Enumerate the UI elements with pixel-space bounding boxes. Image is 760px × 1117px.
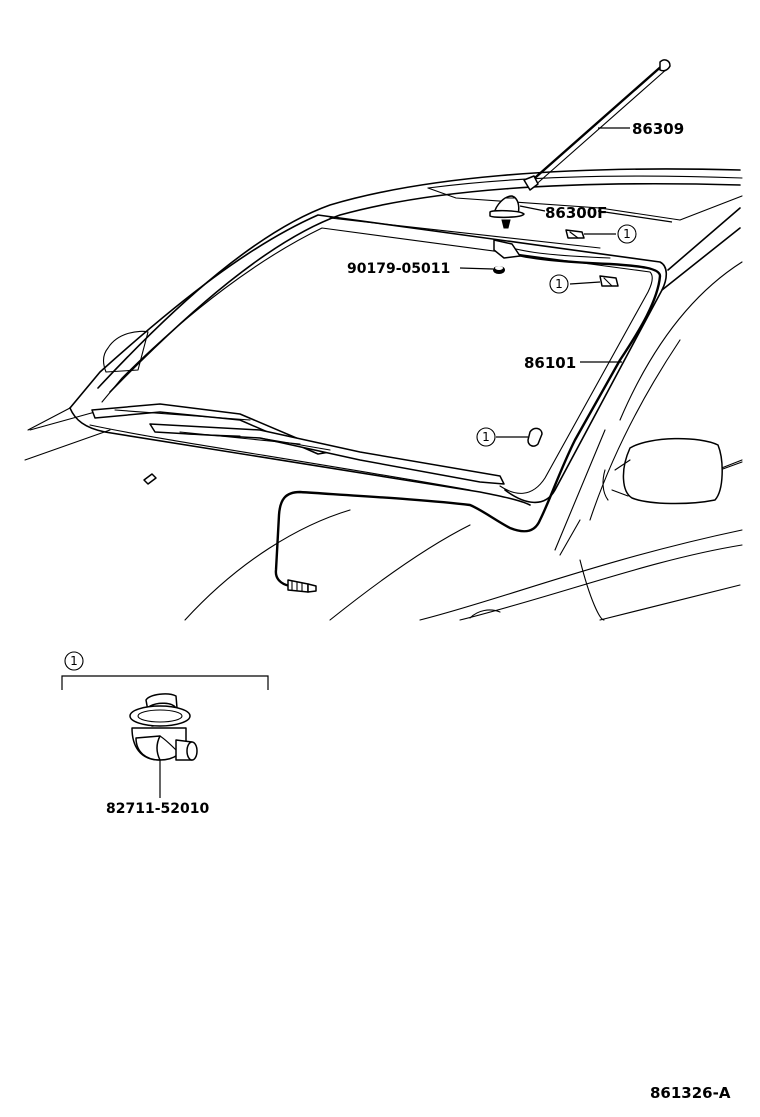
nut-part: [493, 266, 505, 274]
svg-text:1: 1: [482, 430, 490, 444]
antenna-rod: [523, 59, 671, 191]
diagram-id: 861326-A: [650, 1084, 731, 1102]
car-body-outline: [24, 168, 743, 621]
label-90179-05011: 90179-05011: [347, 261, 450, 277]
leader-lines: [459, 127, 673, 438]
label-86101: 86101: [524, 354, 576, 372]
label-82711-52010: 82711-52010: [106, 801, 209, 817]
detail-bracket: 1: [61, 651, 269, 690]
label-86309: 86309: [632, 120, 684, 138]
svg-text:1: 1: [555, 277, 563, 291]
svg-text:1: 1: [623, 227, 631, 241]
antenna-base: [489, 195, 525, 229]
callout-circle-1a: 1: [617, 224, 637, 244]
cord-clamps: [527, 229, 619, 447]
svg-text:1: 1: [70, 654, 78, 668]
callout-circle-1b: 1: [549, 274, 569, 294]
wiper-blades: [91, 403, 505, 485]
clamp-part: [129, 693, 198, 798]
antenna-cord: [274, 239, 662, 593]
label-86300F: 86300F: [545, 204, 607, 222]
callout-circle-1c: 1: [476, 427, 496, 447]
